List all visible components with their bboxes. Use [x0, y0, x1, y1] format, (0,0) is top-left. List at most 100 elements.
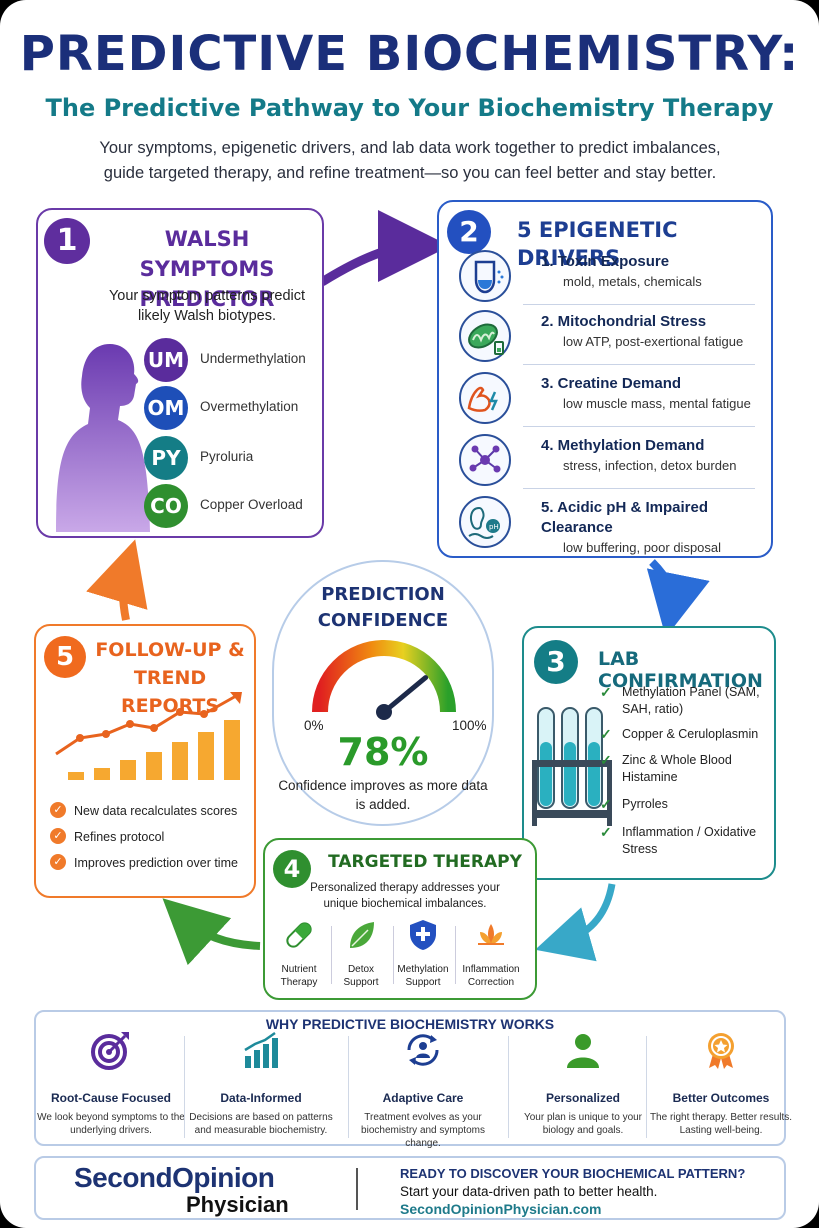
shield-cross-icon — [410, 920, 436, 950]
why-data-informed: Data-Informed Decisions are based on pat… — [186, 1030, 336, 1137]
card-follow-up-trend-reports: 5 FOLLOW-UP & TREND REPORTS ✓New data re… — [34, 624, 256, 898]
kidney-icon: pH — [459, 496, 511, 548]
biotype-code: PY — [144, 436, 188, 480]
biotype-code: UM — [144, 338, 188, 382]
driver-detail: stress, infection, detox burden — [563, 458, 737, 473]
mitochondria-icon — [459, 310, 511, 362]
card-targeted-therapy: 4 TARGETED THERAPY Personalized therapy … — [263, 838, 537, 1000]
driver-detail: low muscle mass, mental fatigue — [563, 396, 751, 411]
target-icon — [91, 1032, 129, 1070]
divider — [348, 1036, 349, 1138]
why-item-title: Data-Informed — [220, 1091, 302, 1105]
check-icon: ✓ — [600, 824, 612, 840]
check-icon: ✓ — [50, 802, 66, 818]
test-tubes-icon — [532, 707, 612, 826]
biotype-code: OM — [144, 386, 188, 430]
biotype-overmethylation: OM Overmethylation — [144, 386, 424, 430]
divider — [455, 926, 456, 984]
lab-item: ✓Copper & Ceruloplasmin — [600, 726, 772, 743]
therapy-nutrient: Nutrient Therapy — [269, 918, 329, 989]
why-item-title: Root-Cause Focused — [50, 1091, 171, 1105]
follow-up-label: New data recalculates scores — [74, 804, 238, 818]
follow-up-label: Refines protocol — [74, 830, 165, 844]
gauge-title: PREDICTION CONFIDENCE — [317, 584, 449, 631]
cycle-person-icon — [407, 1034, 439, 1066]
footer-cta: SecondOpinion Physician READY TO DISCOVE… — [34, 1156, 786, 1220]
divider — [523, 304, 755, 305]
card-title: LAB CONFIRMATION — [598, 648, 763, 692]
check-icon: ✓ — [600, 752, 612, 768]
why-section: WHY PREDICTIVE BIOCHEMISTRY WORKS Root-C… — [34, 1010, 792, 1149]
capsule-icon — [286, 922, 312, 948]
gauge-min-label: 0% — [304, 718, 324, 733]
therapy-label: Nutrient Therapy — [280, 964, 318, 988]
why-item-desc: Your plan is unique to your biology and … — [523, 1112, 643, 1136]
why-item-desc: We look beyond symptoms to the underlyin… — [37, 1112, 185, 1136]
card-title: WALSH SYMPTOMS PREDICTOR — [139, 227, 275, 311]
gauge-dial — [312, 640, 456, 720]
lab-label: Inflammation / Oxidative Stress — [622, 825, 757, 856]
website-link[interactable]: SecondOpinionPhysician.com — [400, 1201, 602, 1217]
therapy-detox: Detox Support — [331, 918, 391, 989]
driver-name: 3. Creatine Demand — [541, 375, 682, 392]
lab-label: Pyrroles — [622, 797, 668, 811]
driver-name: 4. Methylation Demand — [541, 437, 705, 454]
gauge-value: 78% — [337, 730, 429, 774]
card-description: Personalized therapy addresses your uniq… — [310, 882, 500, 910]
therapy-methylation: Methylation Support — [393, 918, 453, 989]
arrow-4-to-5 — [162, 898, 261, 966]
divider — [523, 364, 755, 365]
card-walsh-symptoms-predictor: 1 WALSH SYMPTOMS PREDICTOR Your symptom … — [36, 208, 324, 538]
flask-icon — [459, 250, 511, 302]
driver-name: 2. Mitochondrial Stress — [541, 313, 707, 330]
person-silhouette-icon — [56, 344, 150, 532]
divider — [523, 488, 755, 489]
why-item-desc: The right therapy. Better results. Lasti… — [649, 1112, 793, 1136]
divider — [646, 1036, 647, 1138]
why-personalized: Personalized Your plan is unique to your… — [508, 1030, 658, 1137]
check-icon: ✓ — [50, 828, 66, 844]
bar-chart-icon — [244, 1031, 278, 1068]
lab-item: ✓ Inflammation / Oxidative Stress — [600, 824, 772, 858]
divider — [356, 1168, 358, 1210]
card-lab-confirmation: 3 LAB CONFIRMATION ✓Methylation Panel (S… — [522, 626, 776, 880]
leaf-icon — [350, 922, 374, 948]
biotype-label: Pyroluria — [200, 449, 254, 464]
therapy-inflammation: Inflammation Correction — [461, 918, 521, 989]
lab-label: Copper & Ceruloplasmin — [622, 727, 759, 741]
molecule-icon — [459, 434, 511, 486]
why-better-outcomes: Better Outcomes The right therapy. Bette… — [646, 1030, 796, 1137]
biotype-label: Copper Overload — [200, 497, 303, 512]
svg-text:pH: pH — [489, 523, 499, 531]
check-icon: ✓ — [600, 796, 612, 812]
trend-chart-icon — [55, 692, 242, 780]
lotus-icon — [478, 924, 504, 945]
divider — [508, 1036, 509, 1138]
arrow-5-to-1 — [86, 539, 148, 621]
card-title: TARGETED THERAPY — [328, 852, 522, 872]
muscle-icon — [459, 372, 511, 424]
gauge-note: Confidence improves as more data is adde… — [278, 778, 488, 812]
card-epigenetic-drivers: 2 5 EPIGENETIC DRIVERS 1. Toxin Exposure… — [437, 200, 773, 558]
driver-name: 5. Acidic pH & Impaired Clearance — [541, 499, 708, 536]
check-icon: ✓ — [600, 684, 612, 700]
biotype-label: Overmethylation — [200, 399, 299, 414]
therapy-label: Methylation Support — [397, 964, 449, 988]
therapy-label: Inflammation Correction — [462, 964, 520, 988]
arrow-1-to-2 — [319, 210, 450, 286]
lab-item: ✓ Zinc & Whole Blood Histamine — [600, 752, 772, 786]
why-item-title: Personalized — [545, 1091, 621, 1105]
why-item-desc: Treatment evolves as your biochemistry a… — [361, 1112, 485, 1149]
cta-title: READY TO DISCOVER YOUR BIOCHEMICAL PATTE… — [400, 1166, 746, 1181]
driver-detail: mold, metals, chemicals — [563, 274, 702, 289]
card-title: 5 EPIGENETIC DRIVERS — [517, 218, 678, 270]
driver-name: 1. Toxin Exposure — [541, 253, 670, 270]
logo-line-1: SecondOpinion — [74, 1162, 275, 1193]
lab-item: ✓ Pyrroles — [600, 796, 772, 813]
therapy-label: Detox Support — [343, 964, 379, 988]
lab-label: Methylation Panel (SAM, SAH, ratio) — [622, 685, 760, 716]
arrow-2-to-3 — [646, 559, 710, 638]
lab-label: Zinc & Whole Blood Histamine — [622, 753, 732, 784]
